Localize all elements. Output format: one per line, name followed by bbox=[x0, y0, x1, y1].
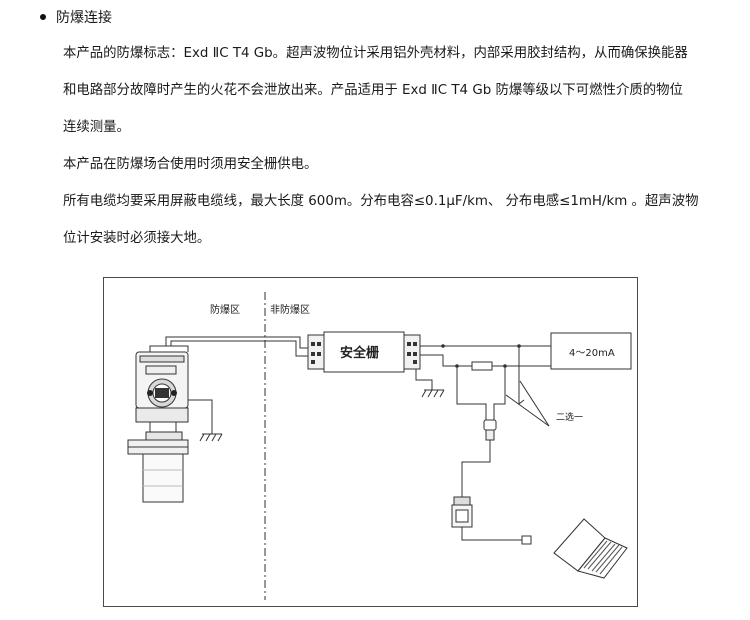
section-heading-text: 防爆连接 bbox=[56, 10, 112, 26]
safety-barrier bbox=[307, 331, 421, 373]
meter-ground-wire bbox=[188, 399, 213, 434]
current-output-label: 4～20mA bbox=[569, 348, 615, 359]
laptop-icon bbox=[553, 518, 628, 579]
usb-plug-icon bbox=[521, 535, 532, 545]
zone-safe-label: 非防爆区 bbox=[270, 303, 310, 316]
safety-barrier-label: 安全栅 bbox=[340, 345, 379, 361]
clip-connector-icon bbox=[483, 419, 497, 441]
section-heading: 防爆连接 bbox=[40, 6, 112, 28]
paragraph-line: 所有电缆均要采用屏蔽电缆线，最大长度 600m。分布电容≤0.1μF/km、 分… bbox=[63, 194, 699, 209]
barrier-ground-wire bbox=[415, 369, 433, 390]
output-wire bbox=[420, 354, 472, 367]
selector-label: 二选一 bbox=[556, 411, 583, 423]
ground-icon bbox=[199, 433, 223, 442]
bullet-icon bbox=[40, 14, 46, 20]
selector-wire bbox=[518, 346, 525, 406]
paragraph-line: 连续测量。 bbox=[63, 120, 130, 135]
selector-pointer bbox=[519, 380, 550, 427]
resistor bbox=[471, 361, 493, 371]
tap-wire bbox=[456, 366, 487, 420]
paragraph-line: 本产品的防爆标志：Exd ⅡC T4 Gb。超声波物位计采用铝外壳材料，内部采用… bbox=[63, 46, 688, 61]
zone-hazardous-label: 防爆区 bbox=[210, 303, 240, 316]
paragraph-line: 和电路部分故障时产生的火花不会泄放出来。产品适用于 Exd ⅡC T4 Gb 防… bbox=[63, 83, 683, 98]
level-meter-icon bbox=[127, 345, 189, 503]
modem-icon bbox=[451, 496, 473, 528]
signal-cable bbox=[170, 340, 314, 357]
selector-pointer bbox=[505, 394, 550, 427]
current-output-box bbox=[550, 332, 632, 370]
usb-cable bbox=[461, 527, 522, 541]
hart-cable bbox=[461, 440, 491, 497]
paragraph-line: 位计安装时必须接大地。 bbox=[63, 231, 211, 246]
signal-cable bbox=[165, 336, 314, 349]
paragraph-line: 本产品在防爆场合使用时须用安全栅供电。 bbox=[63, 157, 318, 172]
wiring-diagram-frame bbox=[103, 277, 638, 607]
tap-wire bbox=[493, 366, 506, 420]
ground-icon bbox=[421, 389, 445, 398]
